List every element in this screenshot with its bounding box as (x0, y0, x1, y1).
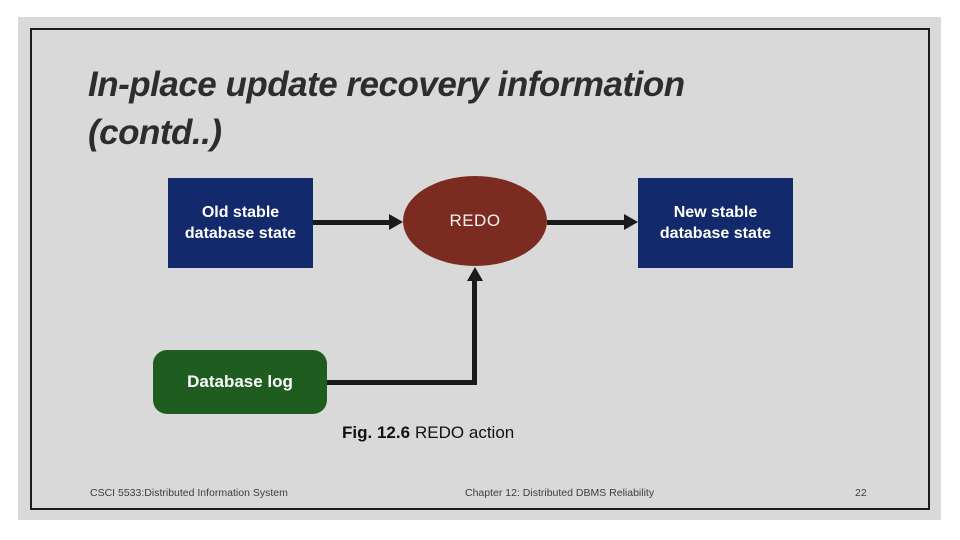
slide-border-frame (30, 28, 930, 510)
arrow-redo-to-new-head-icon (624, 214, 638, 230)
slide-title: In-place update recovery information (co… (88, 61, 888, 157)
footer-page-number: 22 (855, 487, 867, 499)
node-database-log-label: Database log (187, 372, 293, 391)
figure-caption-number: Fig. 12.6 (342, 423, 411, 442)
footer-chapter: Chapter 12: Distributed DBMS Reliability (465, 487, 655, 499)
arrow-log-to-redo-vertical-line (472, 281, 477, 385)
arrow-redo-to-new-line (547, 220, 624, 225)
node-redo-ellipse: REDO (403, 176, 547, 266)
arrow-log-to-redo-head-icon (467, 267, 483, 281)
node-old-stable-label: Old stable database state (184, 204, 297, 242)
node-old-stable-database-state: Old stable database state (168, 178, 313, 268)
footer-course: CSCI 5533:Distributed Information System (90, 487, 288, 499)
node-database-log: Database log (153, 350, 327, 414)
figure-caption-text: REDO action (415, 423, 515, 442)
arrow-log-to-redo-horizontal-line (327, 380, 477, 385)
slide-title-line2: (contd..) (88, 113, 222, 152)
arrow-old-to-redo-line (313, 220, 389, 225)
node-new-stable-label: New stable database state (659, 204, 772, 242)
node-redo-label: REDO (449, 211, 501, 230)
arrow-old-to-redo-head-icon (389, 214, 403, 230)
slide-title-line1: In-place update recovery information (88, 65, 685, 104)
node-new-stable-database-state: New stable database state (638, 178, 793, 268)
slide: In-place update recovery information (co… (18, 17, 941, 520)
